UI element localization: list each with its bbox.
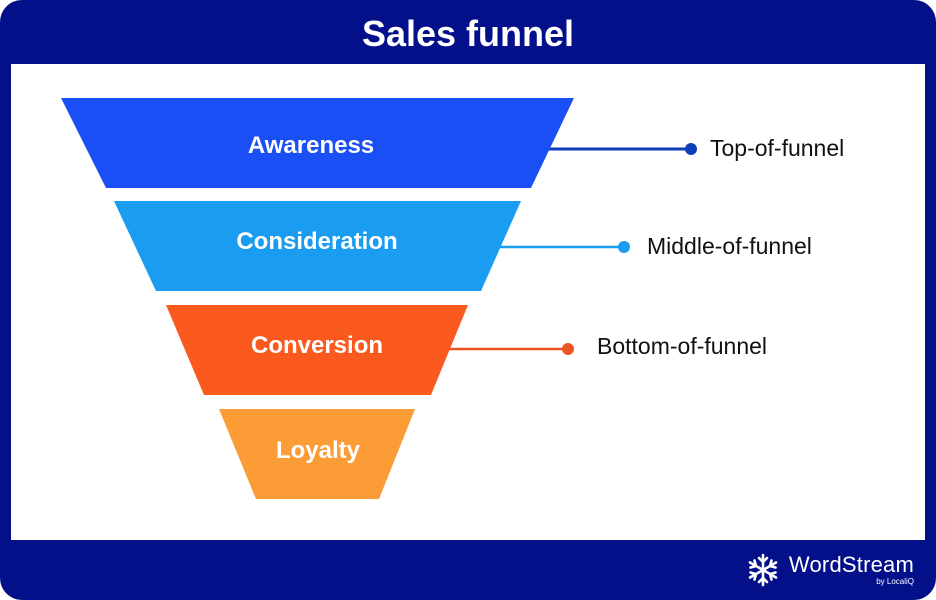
funnel-stage-awareness — [61, 98, 574, 188]
stage-label-awareness: Awareness — [248, 132, 374, 159]
brand-tagline: by LocaliQ — [876, 577, 914, 586]
page-title: Sales funnel — [361, 13, 575, 54]
snowflake-logo-icon — [748, 553, 778, 587]
connector-bottom — [431, 343, 574, 355]
connector-dot-bottom — [562, 343, 574, 355]
level-label-bottom: Bottom-of-funnel — [597, 333, 767, 359]
stage-label-loyalty: Loyalty — [276, 437, 361, 464]
level-label-top: Top-of-funnel — [710, 135, 844, 161]
connector-dot-middle — [618, 241, 630, 253]
level-label-middle: Middle-of-funnel — [647, 233, 812, 259]
funnel-stage-conversion — [166, 305, 468, 395]
brand-name: WordStream — [788, 552, 914, 577]
funnel-stage-consideration — [114, 201, 521, 291]
diagram-panel: Awareness Consideration Conversion Loyal… — [11, 64, 925, 540]
connector-dot-top — [685, 143, 697, 155]
stage-label-consideration: Consideration — [236, 228, 397, 255]
connector-top — [531, 143, 697, 155]
funnel-diagram: Awareness Consideration Conversion Loyal… — [61, 98, 844, 499]
funnel-stage-loyalty — [219, 409, 415, 499]
brand-logo: WordStream by LocaliQ — [745, 550, 914, 590]
stage-label-conversion: Conversion — [251, 332, 383, 359]
connector-middle — [481, 241, 630, 253]
